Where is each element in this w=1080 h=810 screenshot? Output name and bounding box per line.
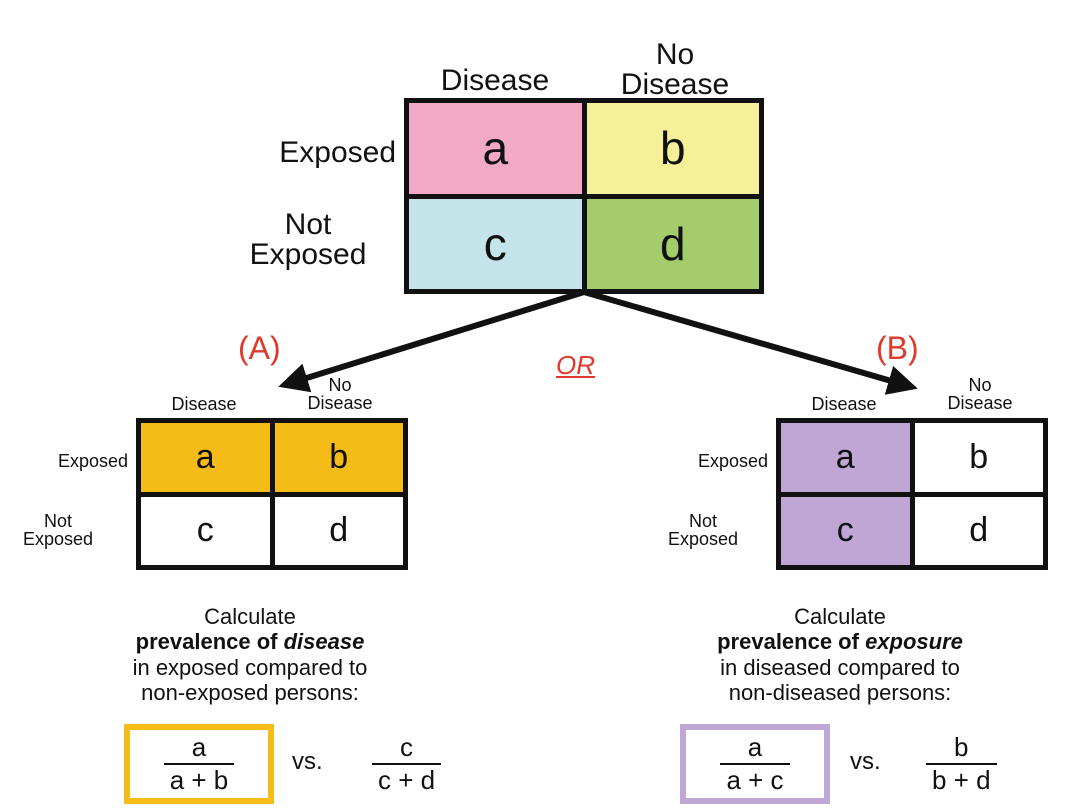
a-desc-bold-italic: disease	[283, 629, 365, 655]
b-col-disease: Disease	[811, 394, 877, 414]
arrow-to-b	[583, 289, 918, 395]
b-fraction-1: a a + c	[720, 731, 790, 795]
main-col-no-disease-label: Disease	[620, 68, 730, 101]
a-frac2-bar	[372, 763, 442, 766]
a-fraction-2: c c + d	[372, 732, 442, 796]
main-cell-c: c	[409, 198, 582, 289]
a-vs: vs.	[292, 748, 323, 775]
arrow-to-a	[278, 289, 585, 393]
b-cell-d: d	[914, 496, 1043, 565]
b-frac1-num: a	[747, 731, 763, 762]
a-row-not-exposed: Not Exposed	[0, 512, 116, 548]
b-cell-a: a	[781, 423, 910, 492]
b-fraction-2-wrap: b b + d	[926, 732, 997, 796]
b-col-no-disease: No Disease	[912, 376, 1048, 412]
a-fraction-2-wrap: c c + d	[372, 732, 442, 796]
main-row-not-label: Not	[284, 208, 332, 241]
option-a-marker: (A)	[238, 330, 281, 366]
b-formula-box: a a + c	[680, 724, 830, 804]
b-desc-line4: non-diseased persons:	[728, 679, 952, 705]
b-row-exposed: Exposed	[697, 451, 768, 471]
a-desc-line3: in exposed compared to	[132, 654, 368, 680]
b-frac2-num: b	[954, 732, 969, 762]
b-col-no-label: No	[968, 375, 992, 395]
option-a-description: Calculate prevalence of disease in expos…	[40, 604, 460, 705]
option-b-table: a b c d	[776, 418, 1048, 570]
main-row-not-exposed: Not Exposed	[180, 210, 396, 270]
b-desc-bold: prevalence of	[717, 629, 866, 655]
b-fraction-2: b b + d	[926, 732, 997, 796]
b-desc-bold-italic: exposure	[865, 629, 963, 655]
b-row-not-exposed-label: Exposed	[667, 529, 739, 549]
a-frac2-den: c + d	[378, 765, 436, 796]
b-row-not-exposed: Not Exposed	[640, 512, 766, 548]
a-cell-a: a	[141, 423, 270, 492]
a-cell-c: c	[141, 496, 270, 565]
or-label: OR	[556, 350, 595, 380]
b-desc-line1: Calculate	[794, 604, 886, 629]
main-row-exposed: Exposed	[279, 136, 396, 169]
a-col-no-label: No	[328, 375, 352, 395]
b-col-no-disease-label: Disease	[947, 393, 1013, 413]
a-cell-b: b	[274, 423, 403, 492]
a-desc-line2: prevalence of disease	[40, 629, 460, 654]
main-cell-b: b	[586, 103, 759, 194]
a-row-exposed: Exposed	[57, 451, 128, 471]
option-a-table: a b c d	[136, 418, 408, 570]
b-desc-line3: in diseased compared to	[720, 654, 960, 680]
main-col-disease: Disease	[440, 64, 550, 97]
b-row-not-label: Not	[688, 511, 717, 531]
a-cell-d: d	[274, 496, 403, 565]
a-frac1-num: a	[191, 731, 207, 762]
a-frac1-bar	[163, 763, 235, 765]
b-desc-line2: prevalence of exposure	[630, 629, 1050, 654]
b-frac2-den: b + d	[932, 765, 991, 796]
option-b-description: Calculate prevalence of exposure in dise…	[630, 604, 1050, 705]
main-col-no-disease: No Disease	[586, 40, 764, 100]
option-b-marker: (B)	[876, 330, 919, 366]
main-cell-d: d	[586, 198, 759, 289]
a-desc-line4: non-exposed persons:	[141, 679, 359, 705]
a-col-disease: Disease	[171, 394, 237, 414]
b-cell-b: b	[914, 423, 1043, 492]
a-frac1-den: a + b	[169, 765, 229, 795]
a-col-no-disease: No Disease	[272, 376, 408, 412]
a-desc-line1: Calculate	[204, 604, 296, 629]
main-col-no-label: No	[655, 38, 695, 71]
a-fraction-1: a a + b	[163, 731, 235, 795]
main-two-by-two-table: a b c d	[404, 98, 764, 294]
a-row-not-label: Not	[43, 511, 72, 531]
main-cell-a: a	[409, 103, 582, 194]
b-cell-c: c	[781, 496, 910, 565]
a-desc-bold: prevalence of	[135, 629, 284, 655]
a-formula-box: a a + b	[124, 724, 274, 804]
a-frac2-num: c	[400, 732, 414, 762]
b-frac1-bar	[720, 763, 790, 765]
main-row-not-exposed-label: Exposed	[249, 238, 367, 271]
a-row-not-exposed-label: Exposed	[22, 529, 94, 549]
b-vs: vs.	[850, 748, 881, 775]
b-frac1-den: a + c	[726, 765, 784, 795]
b-frac2-bar	[926, 763, 997, 766]
a-col-no-disease-label: Disease	[307, 393, 373, 413]
